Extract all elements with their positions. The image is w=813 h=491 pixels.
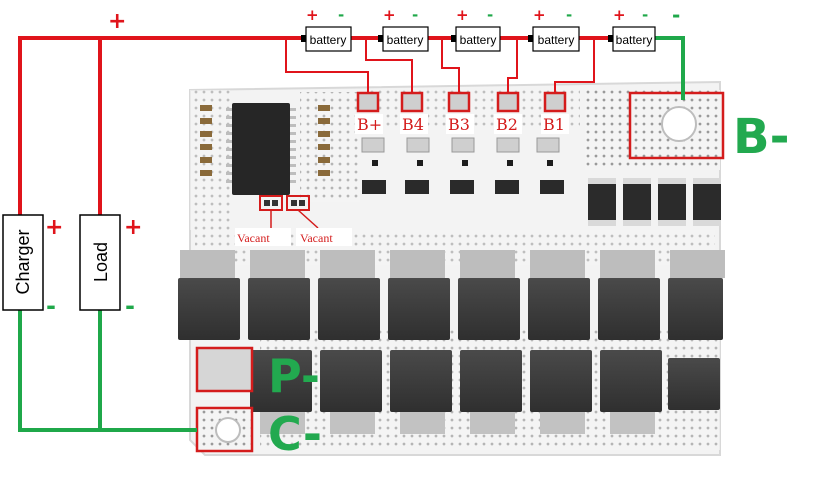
pad-label-bg (400, 114, 428, 134)
mosfet-row-top (178, 250, 725, 340)
vacant-label-2: Vacant (300, 231, 333, 245)
battery-1-minus: - (338, 6, 344, 24)
pad-label-bg (494, 114, 522, 134)
vacant-label-bg (235, 228, 291, 246)
mosfet-row-bottom (250, 350, 720, 434)
battery-4: battery (528, 26, 580, 52)
battery-4-plus: + (533, 6, 546, 24)
pad-label-b4: B4 (402, 115, 424, 134)
main-plus-sign: + (108, 9, 126, 34)
smd-components-left (200, 105, 330, 176)
terminal-p-minus-label: P- (268, 349, 320, 403)
pad-label-bg (355, 114, 383, 134)
pad-label-bg (541, 114, 569, 134)
pad-label-b3: B3 (448, 115, 470, 134)
vacant-label-bg (296, 228, 352, 246)
negative-wiring (18, 36, 685, 432)
load-label: Load (91, 242, 111, 282)
pad-label-b1: B1 (543, 115, 565, 134)
load-plus-sign: + (124, 215, 142, 240)
charger-plus-sign: + (45, 215, 63, 240)
positive-wiring (18, 36, 613, 215)
b-minus-pad (628, 91, 725, 160)
controller-ic (226, 103, 296, 195)
load-minus-sign: - (125, 292, 135, 320)
charger-label: Charger (13, 229, 33, 294)
battery-2-plus: + (383, 6, 396, 24)
battery-5-minus: - (642, 6, 648, 24)
balance-pad-markers (356, 91, 567, 113)
pcb-board (178, 80, 725, 456)
load-box: Load (79, 214, 121, 311)
terminal-b-minus-label: B- (733, 109, 790, 165)
charger-box: Charger (2, 214, 44, 311)
battery-label: battery (616, 33, 653, 47)
battery-3: battery (451, 26, 501, 52)
pad-label-b2: B2 (496, 115, 518, 134)
battery-string: battery battery battery battery battery (301, 26, 656, 52)
battery-2-minus: - (412, 6, 418, 24)
battery-polarity-signs: + - + - + - + - + - - (306, 3, 680, 27)
terminal-c-minus-label: C- (268, 407, 322, 461)
battery-3-plus: + (456, 6, 469, 24)
balance-transistors (361, 137, 564, 194)
battery-4-minus: - (566, 6, 572, 24)
pad-label-bg (446, 114, 474, 134)
balance-wiring (285, 38, 595, 93)
battery-1: battery (301, 26, 352, 52)
battery-label: battery (310, 33, 347, 47)
pad-label-b-plus: B+ (357, 115, 382, 134)
battery-label: battery (387, 33, 424, 47)
battery-5-plus: + (613, 6, 626, 24)
battery-5: battery (608, 26, 656, 52)
pack-minus-sign: - (672, 3, 680, 27)
battery-3-minus: - (487, 6, 493, 24)
p-minus-pad (195, 346, 254, 393)
battery-label: battery (460, 33, 497, 47)
c-minus-pad (195, 406, 254, 453)
vacant-label-1: Vacant (237, 231, 270, 245)
battery-1-plus: + (306, 6, 319, 24)
charger-minus-sign: - (46, 292, 56, 320)
battery-2: battery (378, 26, 429, 52)
vacant-pads (259, 195, 319, 229)
shunt-resistors (588, 178, 721, 226)
battery-label: battery (538, 33, 575, 47)
